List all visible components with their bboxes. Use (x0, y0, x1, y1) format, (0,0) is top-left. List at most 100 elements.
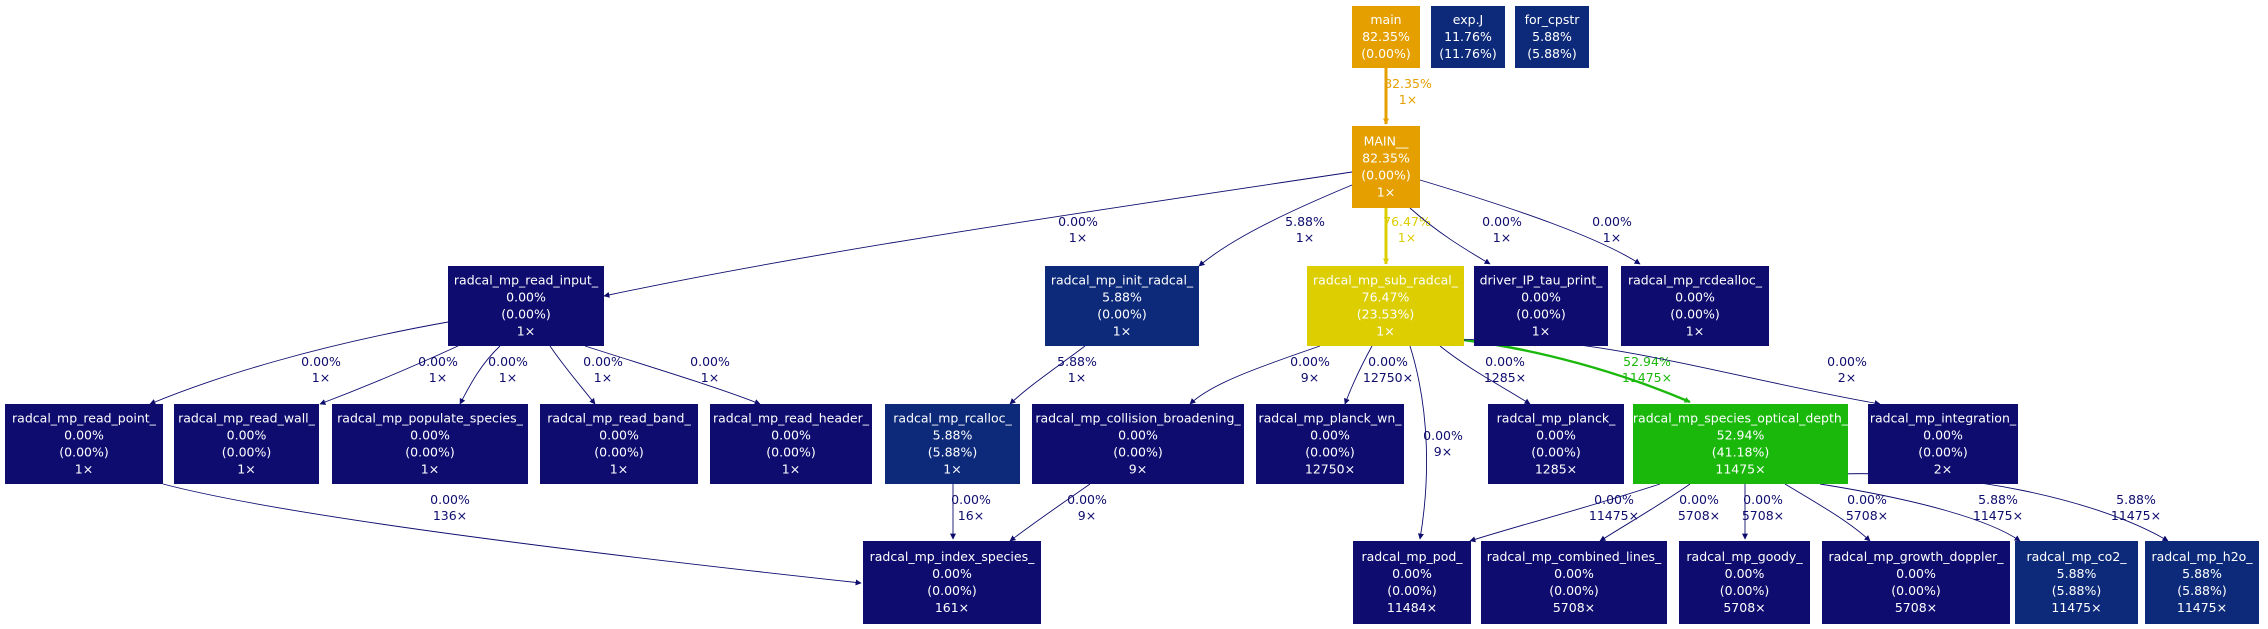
edge-species_od-to-pod: 0.00%11475× (1469, 483, 1661, 543)
node-read_point[interactable]: radcal_mp_read_point_0.00%(0.00%)1× (5, 404, 163, 484)
node-read_header[interactable]: radcal_mp_read_header_0.00%(0.00%)1× (710, 404, 872, 484)
edge-species_od-to-combined_lines: 0.00%5708× (1599, 483, 1720, 542)
edge-percent-label: 0.00% (583, 354, 623, 369)
edge-line (459, 345, 501, 405)
edge-main-to-MAIN: 82.35%1× (1383, 68, 1432, 125)
node-read_band[interactable]: radcal_mp_read_band_0.00%(0.00%)1× (540, 404, 698, 484)
node-total-percent: 0.00% (64, 428, 104, 443)
node-MAIN[interactable]: MAIN__82.35%(0.00%)1× (1352, 126, 1420, 208)
node-collision[interactable]: radcal_mp_collision_broadening_0.00%(0.0… (1032, 404, 1244, 484)
node-self-percent: (0.00%) (766, 445, 815, 460)
node-box (1679, 541, 1810, 624)
edge-percent-label: 0.00% (1847, 492, 1887, 507)
node-name: main (1370, 12, 1401, 27)
edge-calls-label: 5708× (1846, 508, 1888, 523)
node-combined_lines[interactable]: radcal_mp_combined_lines_0.00%(0.00%)570… (1481, 541, 1667, 624)
node-index_species[interactable]: radcal_mp_index_species_0.00%(0.00%)161× (863, 541, 1041, 624)
node-co2[interactable]: radcal_mp_co2_5.88%(5.88%)11475× (2015, 541, 2138, 624)
node-box (1307, 266, 1464, 346)
node-calls: 1× (421, 462, 439, 477)
edge-sub_radcal-to-collision: 0.00%9× (1189, 345, 1330, 405)
edge-calls-label: 1× (1398, 230, 1416, 245)
node-name: radcal_mp_index_species_ (870, 549, 1035, 564)
node-integration[interactable]: radcal_mp_integration_0.00%(0.00%)2× (1868, 404, 2018, 484)
node-calls: 12750× (1305, 462, 1355, 477)
edge-calls-label: 1× (594, 370, 612, 385)
edge-calls-label: 12750× (1363, 370, 1413, 385)
node-box (174, 404, 319, 484)
edge-percent-label: 76.47% (1383, 214, 1431, 229)
node-total-percent: 0.00% (1392, 566, 1432, 581)
node-self-percent: (0.00%) (222, 445, 271, 460)
node-box (1032, 404, 1244, 484)
node-calls: 1× (517, 324, 535, 339)
node-name: radcal_mp_h2o_ (2151, 549, 2253, 564)
node-species_od[interactable]: radcal_mp_species_optical_depth_52.94%(4… (1633, 404, 1849, 484)
node-box (1045, 266, 1199, 346)
node-box (2015, 541, 2138, 624)
edge-calls-label: 11475× (2111, 508, 2161, 523)
node-h2o[interactable]: radcal_mp_h2o_5.88%(5.88%)11475× (2145, 541, 2259, 624)
edge-calls-label: 11475× (1622, 370, 1672, 385)
edge-read_input-to-read_point: 0.00%1× (149, 321, 449, 405)
node-box (863, 541, 1041, 624)
node-calls: 1× (75, 462, 93, 477)
edge-line (1819, 483, 2021, 542)
node-pod[interactable]: radcal_mp_pod_0.00%(0.00%)11484× (1353, 541, 1471, 624)
node-box (1488, 404, 1624, 484)
node-rcalloc[interactable]: radcal_mp_rcalloc_5.88%(5.88%)1× (885, 404, 1020, 484)
node-box (1481, 541, 1667, 624)
edge-percent-label: 0.00% (1592, 214, 1632, 229)
node-goody[interactable]: radcal_mp_goody_0.00%(0.00%)5708× (1679, 541, 1810, 624)
node-self-percent: (0.00%) (1113, 445, 1162, 460)
edge-calls-label: 1× (1493, 230, 1511, 245)
node-populate_species[interactable]: radcal_mp_populate_species_0.00%(0.00%)1… (332, 404, 528, 484)
edge-calls-label: 11475× (1973, 508, 2023, 523)
node-total-percent: 0.00% (1118, 428, 1158, 443)
node-total-percent: 0.00% (1896, 566, 1936, 581)
node-calls: 1× (943, 462, 961, 477)
node-box (1621, 266, 1769, 346)
node-name: radcal_mp_read_wall_ (178, 411, 316, 426)
node-box (448, 266, 604, 346)
node-self-percent: (23.53%) (1357, 307, 1414, 322)
node-total-percent: 5.88% (933, 428, 973, 443)
node-name: radcal_mp_pod_ (1361, 549, 1463, 564)
node-total-percent: 0.00% (1521, 290, 1561, 305)
node-name: radcal_mp_sub_radcal_ (1313, 273, 1459, 288)
edge-line (549, 345, 596, 405)
node-expJ[interactable]: exp.J11.76%(11.76%) (1431, 6, 1505, 68)
node-driver_ip[interactable]: driver_IP_tau_print_0.00%(0.00%)1× (1474, 266, 1608, 346)
edge-calls-label: 9× (1078, 508, 1096, 523)
edge-line (603, 171, 1353, 298)
edge-collision-to-index_species: 0.00%9× (1009, 483, 1107, 542)
edge-percent-label: 0.00% (1743, 492, 1783, 507)
edge-calls-label: 5708× (1742, 508, 1784, 523)
node-self-percent: (5.88%) (2052, 583, 2101, 598)
edge-line (162, 483, 862, 586)
edge-percent-label: 0.00% (1482, 214, 1522, 229)
edge-calls-label: 1× (429, 370, 447, 385)
node-calls: 1× (610, 462, 628, 477)
node-sub_radcal[interactable]: radcal_mp_sub_radcal_76.47%(23.53%)1× (1307, 266, 1464, 346)
node-total-percent: 11.76% (1444, 29, 1492, 44)
edge-calls-label: 1× (701, 370, 719, 385)
edge-MAIN-to-sub_radcal: 76.47%1× (1383, 208, 1431, 265)
node-read_input[interactable]: radcal_mp_read_input_0.00%(0.00%)1× (448, 266, 604, 346)
edge-MAIN-to-rcdealloc: 0.00%1× (1419, 179, 1641, 265)
node-planck_wn[interactable]: radcal_mp_planck_wn_0.00%(0.00%)12750× (1256, 404, 1404, 484)
node-init_radcal[interactable]: radcal_mp_init_radcal_5.88%(0.00%)1× (1045, 266, 1199, 346)
node-read_wall[interactable]: radcal_mp_read_wall_0.00%(0.00%)1× (174, 404, 319, 484)
edge-calls-label: 9× (1301, 370, 1319, 385)
node-self-percent: (0.00%) (594, 445, 643, 460)
edge-calls-label: 136× (433, 508, 467, 523)
node-total-percent: 0.00% (410, 428, 450, 443)
node-name: exp.J (1453, 12, 1483, 27)
node-growth_doppler[interactable]: radcal_mp_growth_doppler_0.00%(0.00%)570… (1822, 541, 2010, 624)
node-rcdealloc[interactable]: radcal_mp_rcdealloc_0.00%(0.00%)1× (1621, 266, 1769, 346)
node-total-percent: 5.88% (2182, 566, 2222, 581)
node-planck[interactable]: radcal_mp_planck_0.00%(0.00%)1285× (1488, 404, 1624, 484)
